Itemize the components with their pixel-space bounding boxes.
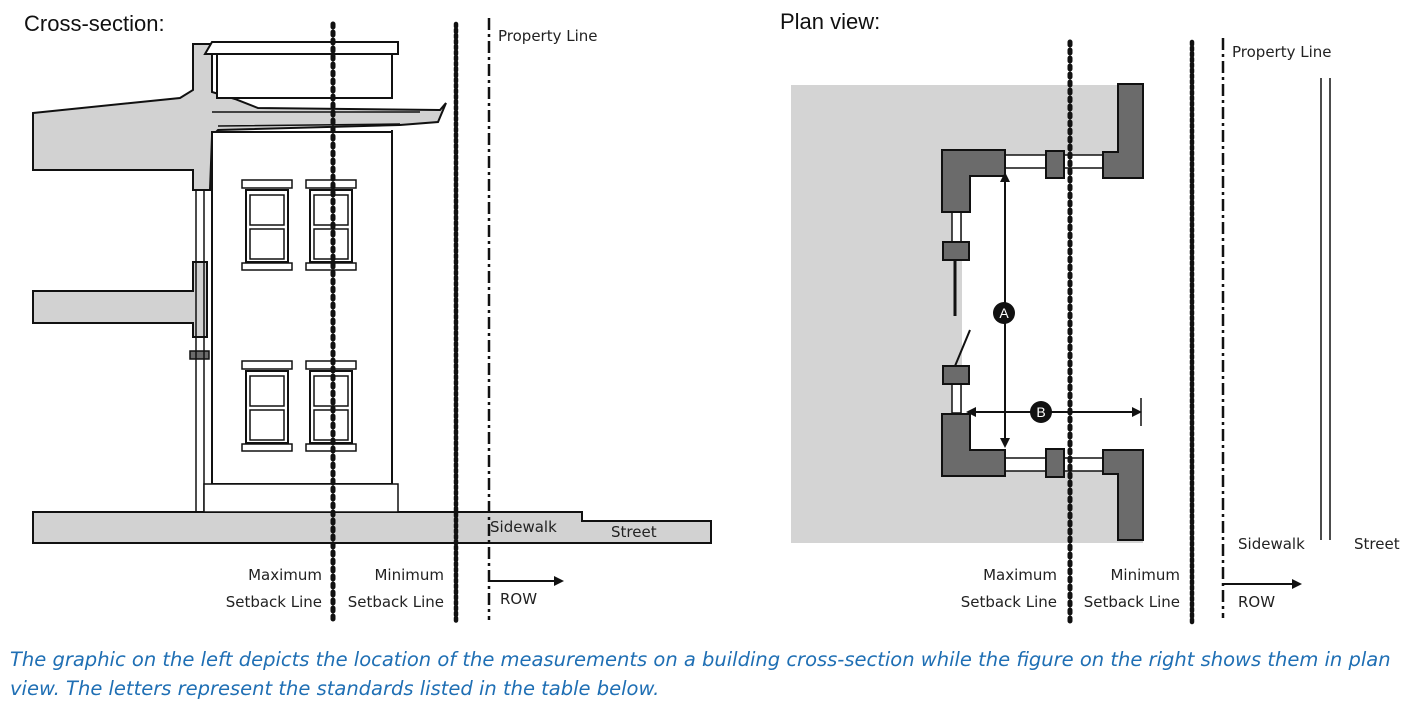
plan-street-label: Street bbox=[1354, 535, 1400, 553]
plan-min-setback-label-1: Minimum bbox=[1110, 566, 1180, 584]
marker-a bbox=[993, 302, 1015, 324]
entry-recess bbox=[962, 166, 1143, 460]
door-leaf bbox=[954, 329, 971, 367]
plan-sidewalk-label: Sidewalk bbox=[1238, 535, 1305, 553]
cross-section-panel: Cross-section: bbox=[24, 11, 712, 625]
sidewalk-label: Sidewalk bbox=[490, 518, 557, 536]
building-parapet-line bbox=[212, 111, 420, 127]
setback-diagram: Cross-section: bbox=[24, 9, 1400, 625]
plan-row-label: ROW bbox=[1238, 593, 1275, 611]
figure-caption: The graphic on the left depicts the loca… bbox=[10, 648, 1391, 700]
min-setback-label-1: Minimum bbox=[374, 566, 444, 584]
row-label: ROW bbox=[500, 590, 537, 608]
max-setback-label-2: Setback Line bbox=[226, 593, 322, 611]
window-lower-left bbox=[241, 360, 293, 452]
marker-b bbox=[1030, 401, 1052, 423]
plan-view-title: Plan view: bbox=[780, 9, 880, 34]
plan-max-setback-label-2: Setback Line bbox=[961, 593, 1057, 611]
neighbor-upper-slab bbox=[32, 43, 447, 191]
window-upper-left bbox=[241, 179, 293, 271]
entry-recess-edge bbox=[1116, 166, 1143, 460]
plan-view-panel: Plan view: bbox=[780, 9, 1400, 625]
neighbor-lower-slab bbox=[32, 261, 208, 338]
street-label: Street bbox=[611, 523, 657, 541]
plan-min-setback-label-2: Setback Line bbox=[1084, 593, 1180, 611]
cross-section-title: Cross-section: bbox=[24, 11, 165, 36]
marker-a-letter: A bbox=[999, 305, 1009, 321]
min-setback-label-2: Setback Line bbox=[348, 593, 444, 611]
neighbor-beam bbox=[189, 350, 210, 360]
building-cornice bbox=[203, 41, 399, 99]
plan-max-setback-label-1: Maximum bbox=[983, 566, 1057, 584]
max-setback-label-1: Maximum bbox=[248, 566, 322, 584]
building-facade bbox=[211, 131, 393, 485]
marker-b-letter: B bbox=[1036, 404, 1045, 420]
plan-property-line-label: Property Line bbox=[1232, 43, 1332, 61]
glass-strips bbox=[951, 154, 1106, 472]
building-base bbox=[203, 483, 399, 513]
ground-sidewalk-street bbox=[32, 511, 712, 544]
property-line-label: Property Line bbox=[498, 27, 598, 45]
